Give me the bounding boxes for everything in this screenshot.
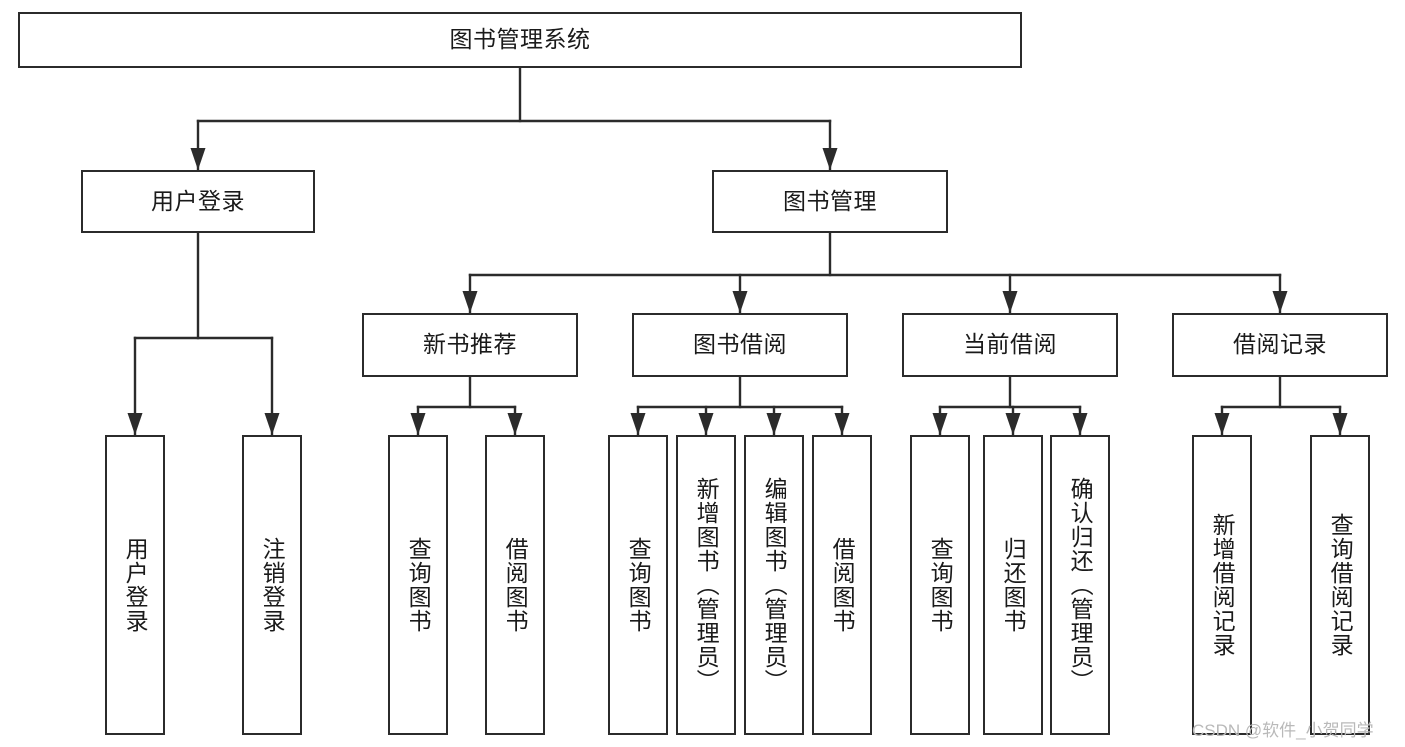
node-l4[interactable]: 借阅图书 — [485, 435, 545, 735]
arrowhead-icon — [462, 291, 478, 313]
node-label: 用户登录 — [151, 187, 245, 214]
node-label: 借阅图书 — [829, 537, 856, 633]
arrowhead-icon — [1072, 413, 1088, 435]
node-label: 借阅图书 — [502, 537, 529, 633]
node-label: 当前借阅 — [963, 331, 1057, 358]
node-root[interactable]: 图书管理系统 — [18, 12, 1022, 68]
node-l3[interactable]: 查询图书 — [388, 435, 448, 735]
node-label: 新增图书（管理员） — [693, 477, 720, 693]
node-n_borrow[interactable]: 图书借阅 — [632, 313, 848, 377]
arrowhead-icon — [1214, 413, 1230, 435]
node-label: 归还图书 — [1000, 537, 1027, 633]
node-label: 编辑图书（管理员） — [761, 477, 788, 693]
node-l2[interactable]: 注销登录 — [242, 435, 302, 735]
node-label: 注销登录 — [259, 537, 286, 633]
arrowhead-icon — [834, 413, 850, 435]
node-l10[interactable]: 归还图书 — [983, 435, 1043, 735]
node-label: 查询图书 — [625, 537, 652, 633]
arrowhead-icon — [732, 291, 748, 313]
arrowhead-icon — [264, 413, 280, 435]
node-label: 图书借阅 — [693, 331, 787, 358]
arrowhead-icon — [190, 148, 206, 170]
node-l11[interactable]: 确认归还（管理员） — [1050, 435, 1110, 735]
arrowhead-icon — [1005, 413, 1021, 435]
node-label: 查询图书 — [405, 537, 432, 633]
node-l12[interactable]: 新增借阅记录 — [1192, 435, 1252, 735]
node-l13[interactable]: 查询借阅记录 — [1310, 435, 1370, 735]
node-label: 用户登录 — [122, 537, 149, 633]
arrowhead-icon — [127, 413, 143, 435]
node-label: 图书管理 — [783, 187, 877, 214]
node-n_record[interactable]: 借阅记录 — [1172, 313, 1388, 377]
node-label: 新增借阅记录 — [1209, 513, 1236, 657]
node-label: 查询借阅记录 — [1327, 513, 1354, 657]
node-n_current[interactable]: 当前借阅 — [902, 313, 1118, 377]
node-n_new[interactable]: 新书推荐 — [362, 313, 578, 377]
node-label: 图书管理系统 — [449, 26, 591, 53]
arrowhead-icon — [1332, 413, 1348, 435]
arrowhead-icon — [766, 413, 782, 435]
arrowhead-icon — [410, 413, 426, 435]
node-l6[interactable]: 新增图书（管理员） — [676, 435, 736, 735]
arrowhead-icon — [932, 413, 948, 435]
arrowhead-icon — [507, 413, 523, 435]
arrowhead-icon — [630, 413, 646, 435]
arrowhead-icon — [822, 148, 838, 170]
node-label: 借阅记录 — [1233, 331, 1327, 358]
node-label: 查询图书 — [927, 537, 954, 633]
arrowhead-icon — [1002, 291, 1018, 313]
arrowhead-icon — [1272, 291, 1288, 313]
node-l9[interactable]: 查询图书 — [910, 435, 970, 735]
node-label: 确认归还（管理员） — [1067, 477, 1094, 693]
node-l1[interactable]: 用户登录 — [105, 435, 165, 735]
node-n_login[interactable]: 用户登录 — [81, 170, 315, 233]
node-l8[interactable]: 借阅图书 — [812, 435, 872, 735]
node-l7[interactable]: 编辑图书（管理员） — [744, 435, 804, 735]
arrowhead-icon — [698, 413, 714, 435]
node-label: 新书推荐 — [423, 331, 517, 358]
node-l5[interactable]: 查询图书 — [608, 435, 668, 735]
node-n_books[interactable]: 图书管理 — [712, 170, 948, 233]
